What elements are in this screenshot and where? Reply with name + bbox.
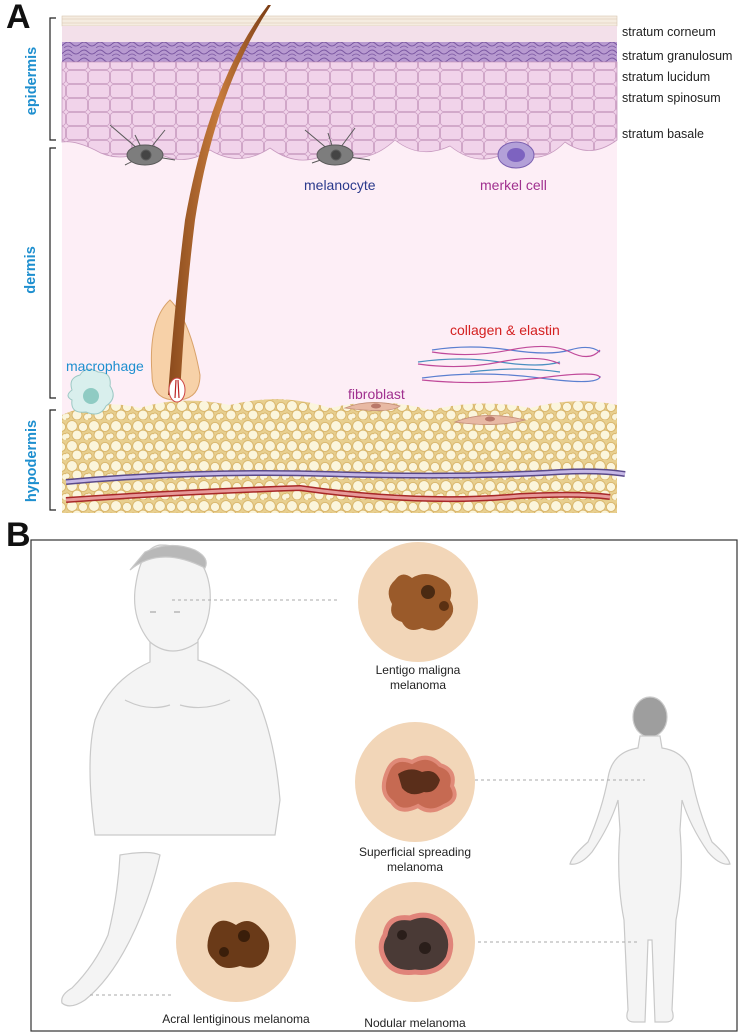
hypodermis-bracket <box>49 409 56 511</box>
panel-b-label: B <box>6 516 31 554</box>
label-merkel-cell: merkel cell <box>480 177 547 193</box>
back-body-figure <box>475 696 731 1023</box>
caption-superficial-line1: Superficial spreading <box>358 845 472 859</box>
label-stratum-spinosum: stratum spinosum <box>622 91 721 105</box>
stratum-granulosum <box>62 42 617 62</box>
label-stratum-basale: stratum basale <box>622 127 704 141</box>
macrophage <box>67 368 114 415</box>
label-stratum-granulosum: stratum granulosum <box>622 49 733 63</box>
caption-superficial-spreading: Superficial spreading melanoma <box>330 845 500 875</box>
fibroblast-1 <box>343 402 401 411</box>
dermis-bracket <box>49 147 56 399</box>
caption-acral-lentiginous: Acral lentiginous melanoma <box>162 1012 310 1026</box>
melanocyte-left <box>109 124 176 166</box>
caption-lentigo-line2: melanoma <box>389 678 447 692</box>
collagen-fibers <box>417 345 601 384</box>
label-fibroblast: fibroblast <box>348 386 405 402</box>
label-collagen-elastin: collagen & elastin <box>450 322 560 338</box>
melanocyte-center <box>304 127 371 166</box>
nodular-lesion <box>355 882 475 1002</box>
hair-follicle <box>150 5 271 403</box>
caption-lentigo-maligna: Lentigo maligna melanoma <box>340 663 496 693</box>
label-melanocyte: melanocyte <box>304 177 376 193</box>
stratum-corneum <box>61 15 618 27</box>
arm-figure <box>61 851 172 1007</box>
label-hypodermis: hypodermis <box>24 419 40 503</box>
label-dermis: dermis <box>23 246 39 294</box>
panel-a-label: A <box>6 0 31 36</box>
label-epidermis: epidermis <box>24 46 40 116</box>
label-stratum-corneum: stratum corneum <box>622 25 716 39</box>
fibroblast-2 <box>453 415 526 425</box>
front-torso-figure <box>89 544 338 836</box>
lentigo-maligna-lesion <box>358 542 478 662</box>
caption-nodular: Nodular melanoma <box>364 1016 466 1030</box>
label-macrophage: macrophage <box>66 358 144 374</box>
caption-lentigo-line1: Lentigo maligna <box>375 663 461 677</box>
label-stratum-lucidum: stratum lucidum <box>622 70 711 84</box>
caption-superficial-line2: melanoma <box>386 860 444 874</box>
acral-lentiginous-lesion <box>176 882 296 1002</box>
stratum-lucidum-band <box>62 26 617 42</box>
hypodermis-fat <box>62 399 617 513</box>
epidermis-bracket <box>49 17 56 141</box>
superficial-spreading-lesion <box>355 722 475 842</box>
merkel-cell <box>497 141 535 169</box>
